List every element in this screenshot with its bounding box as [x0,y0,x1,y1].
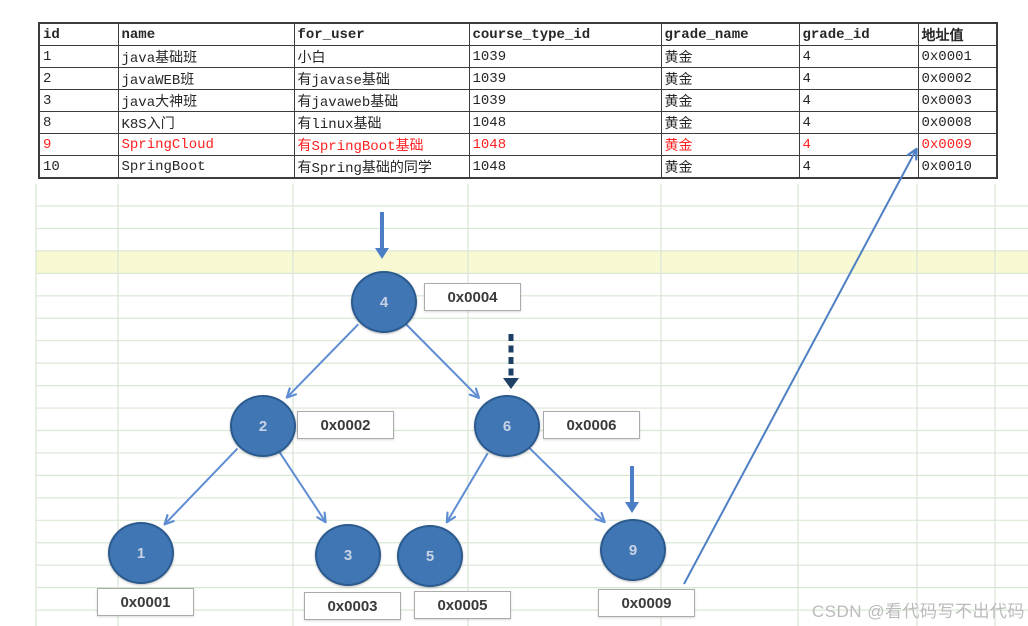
edge-6-5 [445,452,489,524]
table-cell[interactable]: 黄金 [660,45,800,68]
address-label-0x0002[interactable]: 0x0002 [297,411,394,439]
table-cell[interactable]: 有linux基础 [293,111,470,134]
table-cell[interactable]: 1048 [468,155,662,179]
tree-node-5[interactable]: 5 [397,525,463,587]
table-cell[interactable]: 1039 [468,67,662,90]
table-cell[interactable]: javaWEB班 [117,67,295,90]
table-cell[interactable]: 2 [38,67,119,90]
table-cell[interactable]: 有SpringBoot基础 [293,133,470,156]
tree-node-6[interactable]: 6 [474,395,540,457]
table-cell[interactable]: 1 [38,45,119,68]
address-label-0x0003[interactable]: 0x0003 [304,592,401,620]
table-cell[interactable]: 黄金 [660,155,800,179]
address-label-0x0001[interactable]: 0x0001 [97,588,194,616]
edge-4-6 [405,323,481,399]
column-header-course_type_id[interactable]: course_type_id [468,22,662,46]
node-value: 2 [258,417,268,435]
table-cell[interactable]: 4 [798,67,919,90]
down-arrow-to-node-9 [625,466,639,513]
table-cell[interactable]: 1048 [468,111,662,134]
table-cell[interactable]: java大神班 [117,89,295,112]
table-cell[interactable]: java基础班 [117,45,295,68]
table-cell[interactable]: 0x0003 [917,89,998,112]
table-cell[interactable]: 有Spring基础的同学 [293,155,470,179]
edge-4-2 [285,323,359,399]
table-cell[interactable]: 4 [798,89,919,112]
table-cell[interactable]: K8S入门 [117,111,295,134]
tree-node-4[interactable]: 4 [351,271,417,333]
table-cell[interactable]: 4 [798,155,919,179]
edge-2-3 [278,451,327,524]
table-cell[interactable]: SpringCloud [117,133,295,156]
table-cell[interactable]: 黄金 [660,67,800,90]
table-cell[interactable]: 9 [38,133,119,156]
table-cell[interactable]: 8 [38,111,119,134]
table-cell[interactable]: 4 [798,45,919,68]
table-cell[interactable]: 0x0002 [917,67,998,90]
table-cell[interactable]: 黄金 [660,89,800,112]
down-arrow-to-node-4 [375,212,389,259]
table-cell[interactable]: 有javase基础 [293,67,470,90]
table-cell[interactable]: 3 [38,89,119,112]
address-label-0x0009[interactable]: 0x0009 [598,589,695,617]
node-value: 6 [502,417,512,435]
node-value: 5 [425,547,435,565]
watermark: CSDN @看代码写不出代码 [811,602,1025,621]
column-header-id[interactable]: id [38,22,119,46]
table-cell[interactable]: 1039 [468,89,662,112]
column-header-grade_name[interactable]: grade_name [660,22,800,46]
table-cell[interactable]: 0x0001 [917,45,998,68]
table-cell[interactable]: SpringBoot [117,155,295,179]
address-label-0x0005[interactable]: 0x0005 [414,591,511,619]
tree-node-2[interactable]: 2 [230,395,296,457]
edge-2-1 [163,447,239,526]
table-cell[interactable]: 0x0008 [917,111,998,134]
table-cell[interactable]: 0x0009 [917,133,998,156]
column-header-name[interactable]: name [117,22,295,46]
column-header-grade_id[interactable]: grade_id [798,22,919,46]
table-cell[interactable]: 黄金 [660,133,800,156]
highlighted-row-band [36,251,1028,273]
column-header-地址值[interactable]: 地址值 [917,22,998,46]
tree-node-1[interactable]: 1 [108,522,174,584]
table-cell[interactable]: 黄金 [660,111,800,134]
column-header-for_user[interactable]: for_user [293,22,470,46]
table-cell[interactable]: 1039 [468,45,662,68]
tree-node-3[interactable]: 3 [315,524,381,586]
edge-6-9 [528,447,606,524]
table-cell[interactable]: 4 [798,111,919,134]
node-value: 3 [343,546,353,564]
tree-node-9[interactable]: 9 [600,519,666,581]
table-cell[interactable]: 1048 [468,133,662,156]
table-cell[interactable]: 小白 [293,45,470,68]
node-value: 4 [379,293,389,311]
dashed-down-arrow-to-node-6 [503,334,519,389]
node-value: 9 [628,541,638,559]
address-label-0x0004[interactable]: 0x0004 [424,283,521,311]
address-label-0x0006[interactable]: 0x0006 [543,411,640,439]
table-cell[interactable]: 0x0010 [917,155,998,179]
table-cell[interactable]: 有javaweb基础 [293,89,470,112]
node-value: 1 [136,544,146,562]
address-reference-arrow [683,147,918,585]
table-cell[interactable]: 4 [798,133,919,156]
table-cell[interactable]: 10 [38,155,119,179]
